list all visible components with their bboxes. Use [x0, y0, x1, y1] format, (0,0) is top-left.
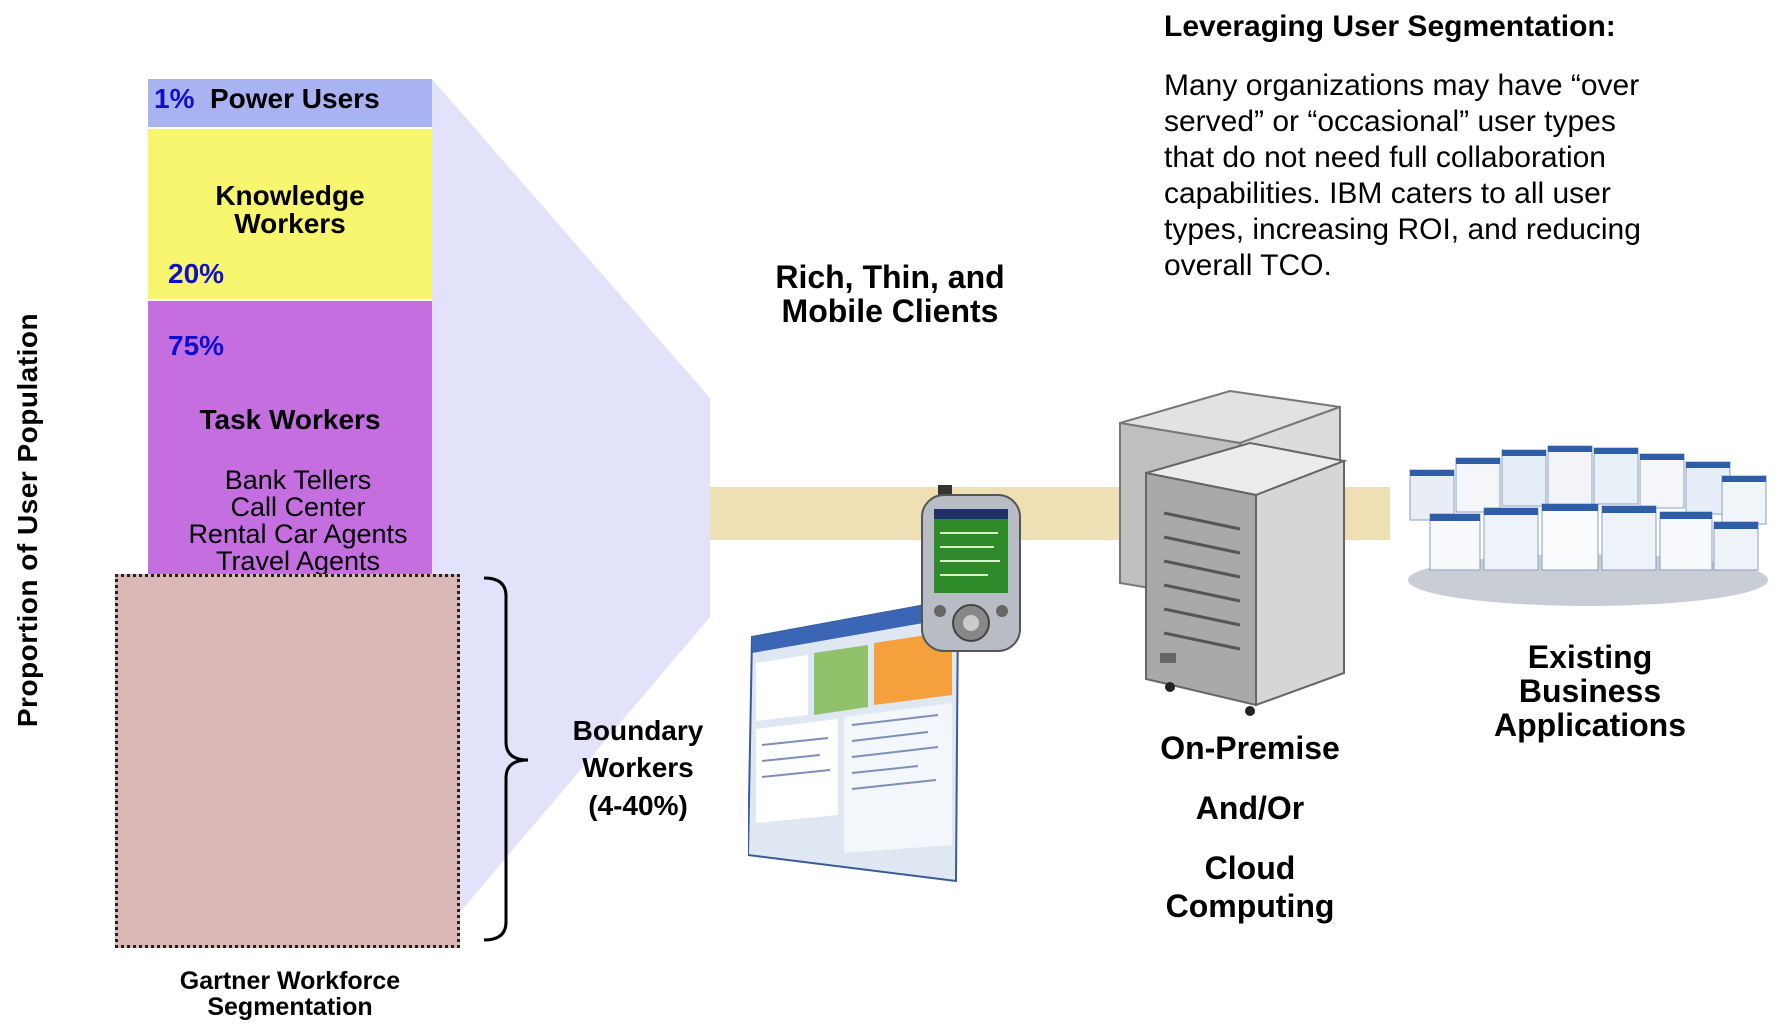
task-workers-label: Task Workers	[199, 404, 381, 435]
clients-heading-line1: Rich, Thin, and	[775, 259, 1005, 295]
servers-label-line1: On-Premise	[1160, 730, 1340, 766]
boundary-workers-line1: Boundary	[572, 715, 704, 746]
knowledge-workers-percent: 20%	[168, 258, 225, 289]
paragraph-line: Many organizations may have “over	[1164, 69, 1640, 102]
knowledge-workers-label-line2: Workers	[234, 208, 346, 239]
boundary-workers-line2: Workers	[582, 752, 694, 783]
boundary-bracket	[483, 576, 529, 942]
task-example-item: Travel Agents	[215, 546, 381, 576]
knowledge-workers-segment	[148, 129, 432, 299]
apps-label-line2: Business	[1518, 673, 1662, 709]
zoom-wedge	[432, 79, 710, 945]
paragraph-line: served” or “occasional” user types	[1164, 105, 1616, 138]
power-users-percent: 1%	[154, 83, 195, 114]
task-workers-segment	[148, 301, 432, 601]
browser-window-illustration	[748, 597, 960, 883]
clients-heading-line2: Mobile Clients	[781, 293, 999, 329]
task-example-item: Bank Tellers	[224, 465, 372, 495]
caption-line1: Gartner Workforce	[179, 967, 401, 995]
apps-label-line3: Applications	[1493, 707, 1686, 743]
pda-device-illustration	[921, 485, 1021, 652]
servers-label-line2: And/Or	[1195, 790, 1305, 826]
task-example-item: Rental Car Agents	[188, 519, 408, 549]
apps-label-line1: Existing	[1527, 639, 1653, 675]
sidebar-heading: Leveraging User Segmentation:	[1164, 10, 1616, 43]
caption-line2: Segmentation	[207, 993, 373, 1021]
sidebar-paragraph: Many organizations may have “over served…	[1164, 68, 1641, 284]
power-users-segment	[148, 79, 432, 127]
servers-label-line4: Computing	[1165, 888, 1335, 924]
knowledge-workers-label-line1: Knowledge	[215, 180, 365, 211]
boundary-workers-line3: (4-40%)	[588, 790, 688, 821]
paragraph-line: that do not need full collaboration	[1164, 141, 1606, 174]
task-example-item: Call Center	[230, 492, 366, 522]
power-users-label: Power Users	[210, 83, 380, 114]
y-axis-label: Proportion of User Population	[12, 312, 43, 728]
task-workers-percent: 75%	[168, 330, 225, 361]
paragraph-line: capabilities. IBM caters to all user	[1164, 177, 1611, 210]
servers-label-line3: Cloud	[1204, 850, 1296, 886]
paragraph-line: types, increasing ROI, and reducing	[1164, 213, 1641, 246]
application-screens-illustration	[1408, 445, 1768, 606]
paragraph-line: overall TCO.	[1164, 249, 1332, 282]
boundary-workers-segment	[115, 574, 460, 948]
server-tower-illustration	[1119, 389, 1348, 716]
